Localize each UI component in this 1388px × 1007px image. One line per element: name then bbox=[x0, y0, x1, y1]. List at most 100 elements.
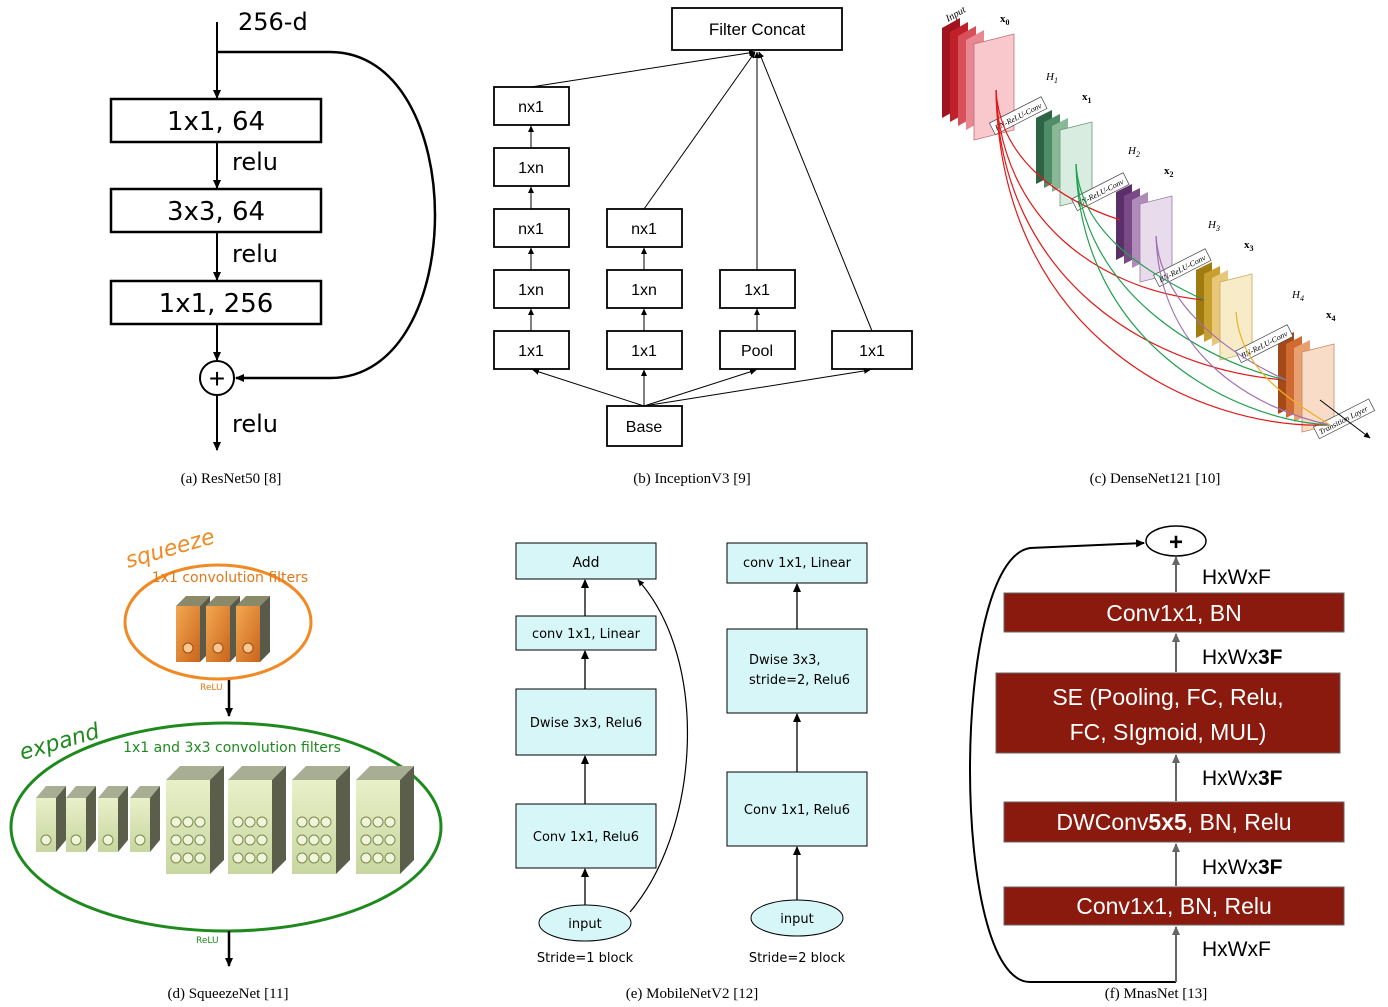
inception-c1-box2 bbox=[493, 147, 570, 187]
inception-c1-box4 bbox=[493, 269, 570, 309]
resnet-relu1: relu bbox=[232, 148, 278, 176]
densenet-h4: H4 bbox=[1291, 289, 1304, 303]
inception-c2-label1: nx1 bbox=[631, 221, 657, 238]
mnasnet-box4-label: Conv1x1, BN, Relu bbox=[1076, 893, 1272, 919]
densenet-x4: x4 bbox=[1326, 309, 1336, 323]
squeezenet-relu2: ReLU bbox=[196, 936, 219, 946]
squeezenet-expand-filters-cubes bbox=[36, 766, 414, 874]
mnasnet-box2-line1: SE (Pooling, FC, Relu, bbox=[1052, 684, 1283, 710]
mnasnet-dim3: HxWx3F bbox=[1202, 767, 1283, 790]
mnasnet-dim2: HxWx3F bbox=[1202, 646, 1283, 669]
mnasnet-box1 bbox=[1003, 592, 1345, 633]
mobilenet-diagram: Add conv 1x1, Linear Dwise 3x3, Relu6 Co… bbox=[515, 542, 868, 1002]
inception-concat-label: Filter Concat bbox=[709, 20, 806, 39]
inception-c1-label4: 1xn bbox=[518, 282, 544, 299]
resnet-layer2-box bbox=[109, 187, 323, 234]
inception-c1-label3: nx1 bbox=[518, 221, 544, 238]
resnet-caption: (a) ResNet50 [8] bbox=[181, 471, 282, 487]
resnet-skip-connection bbox=[217, 50, 437, 382]
densenet-h2: H2 bbox=[1127, 145, 1140, 159]
mnasnet-box2-line2: FC, SIgmoid, MUL) bbox=[1070, 719, 1267, 745]
squeezenet-diagram: squeeze 1x1 convolution filters ReLU exp… bbox=[9, 525, 443, 1002]
squeezenet-squeeze-filters-cubes bbox=[176, 596, 270, 662]
mnasnet-box2 bbox=[995, 672, 1341, 754]
inception-c3-box1 bbox=[719, 269, 796, 309]
mnasnet-box3-label: DWConv5x5, BN, Relu bbox=[1056, 809, 1291, 835]
mobilenet-s2-input-label: input bbox=[780, 912, 813, 927]
mobilenet-s1-block-label: Stride=1 block bbox=[537, 951, 634, 966]
mobilenet-s1-conv-relu-label: Conv 1x1, Relu6 bbox=[533, 830, 639, 845]
inception-c2-label3: 1x1 bbox=[631, 343, 657, 360]
squeezenet-expand-filters: 1x1 and 3x3 convolution filters bbox=[123, 740, 341, 756]
squeezenet-squeeze-ellipse bbox=[123, 563, 313, 681]
mobilenet-s1-conv-linear-label: conv 1x1, Linear bbox=[532, 627, 641, 642]
squeezenet-relu1: ReLU bbox=[200, 683, 223, 693]
resnet-diagram: 256-d 1x1, 64 relu 3x3, 64 relu 1x1, 256… bbox=[109, 8, 437, 487]
resnet-layer2-label: 3x3, 64 bbox=[167, 197, 265, 227]
densenet-block3 bbox=[1196, 262, 1253, 361]
mnasnet-dim4: HxWx3F bbox=[1202, 856, 1283, 879]
resnet-layer1-label: 1x1, 64 bbox=[167, 107, 265, 137]
mnasnet-dim-bottom: HxWxF bbox=[1202, 938, 1271, 961]
mobilenet-s2-block-label: Stride=2 block bbox=[749, 951, 846, 966]
densenet-x2: x2 bbox=[1164, 165, 1174, 179]
inception-caption: (b) InceptionV3 [9] bbox=[633, 471, 750, 487]
resnet-relu2: relu bbox=[232, 240, 278, 268]
squeezenet-caption: (d) SqueezeNet [11] bbox=[167, 986, 288, 1002]
inception-base-box bbox=[606, 405, 683, 447]
inception-c3-label2: Pool bbox=[741, 343, 773, 360]
inception-c4-box1 bbox=[831, 330, 913, 370]
densenet-block2 bbox=[1116, 184, 1173, 283]
mnasnet-box3 bbox=[1003, 801, 1345, 843]
resnet-input-label: 256-d bbox=[238, 8, 308, 36]
densenet-h1: H1 bbox=[1045, 71, 1058, 85]
resnet-layer3-label: 1x1, 256 bbox=[159, 289, 274, 319]
densenet-x3: x3 bbox=[1244, 239, 1254, 253]
mnasnet-caption: (f) MnasNet [13] bbox=[1105, 986, 1207, 1002]
resnet-relu3: relu bbox=[232, 410, 278, 438]
densenet-block1 bbox=[1036, 110, 1093, 207]
inception-c2-label2: 1xn bbox=[631, 282, 657, 299]
inception-c3-box2 bbox=[719, 330, 796, 370]
mnasnet-dim-top: HxWxF bbox=[1202, 566, 1271, 589]
mnasnet-add-symbol: + bbox=[1169, 529, 1183, 556]
mobilenet-s1-add-box bbox=[515, 542, 657, 580]
densenet-x0: x0 bbox=[1000, 13, 1010, 27]
mobilenet-s2-dwise-box bbox=[726, 628, 868, 714]
inception-c1-label1: nx1 bbox=[518, 99, 544, 116]
inception-c2-box1 bbox=[606, 208, 683, 248]
mnasnet-box1-label: Conv1x1, BN bbox=[1106, 600, 1242, 626]
mobilenet-s1-conv-relu-box bbox=[515, 803, 657, 869]
mobilenet-s2-conv-linear-label: conv 1x1, Linear bbox=[743, 556, 852, 571]
mobilenet-s2-dwise-line1: Dwise 3x3, bbox=[749, 653, 821, 668]
inception-c4-label1: 1x1 bbox=[859, 343, 885, 360]
inception-c1-label2: 1xn bbox=[518, 160, 544, 177]
densenet-input-block bbox=[942, 18, 1015, 141]
mnasnet-skip-connection bbox=[969, 539, 1176, 983]
mobilenet-s1-conv-linear-box bbox=[515, 615, 657, 651]
densenet-h3: H3 bbox=[1207, 219, 1220, 233]
mobilenet-s2-conv-linear-box bbox=[726, 542, 868, 584]
inception-c1-label5: 1x1 bbox=[518, 343, 544, 360]
mobilenet-s2-conv-relu-label: Conv 1x1, Relu6 bbox=[744, 803, 850, 818]
mobilenet-caption: (e) MobileNetV2 [12] bbox=[626, 986, 758, 1002]
mobilenet-s1-input-label: input bbox=[568, 917, 601, 932]
mobilenet-s1-dwise-box bbox=[515, 688, 657, 756]
squeezenet-expand-ellipse bbox=[9, 721, 443, 933]
mobilenet-s1-dwise-label: Dwise 3x3, Relu6 bbox=[530, 716, 642, 731]
squeezenet-expand-label: expand bbox=[17, 719, 104, 766]
densenet-connections bbox=[995, 89, 1331, 426]
mnasnet-diagram: + HxWxF Conv1x1, BN HxWx3F SE (Pooling, … bbox=[969, 525, 1345, 1002]
resnet-layer3-box bbox=[109, 279, 323, 326]
inception-c2-box3 bbox=[606, 330, 683, 370]
inception-base-label: Base bbox=[626, 419, 663, 436]
densenet-caption: (c) DenseNet121 [10] bbox=[1090, 471, 1221, 487]
squeezenet-squeeze-filters: 1x1 convolution filters bbox=[152, 570, 308, 586]
mobilenet-s1-add-label: Add bbox=[572, 555, 599, 571]
mobilenet-s2-dwise-line2: stride=2, Relu6 bbox=[749, 673, 850, 688]
inception-c1-box5 bbox=[493, 330, 570, 370]
resnet-add-symbol: + bbox=[209, 363, 225, 394]
inception-c3-label1: 1x1 bbox=[744, 282, 770, 299]
densenet-block4 bbox=[1278, 332, 1335, 433]
